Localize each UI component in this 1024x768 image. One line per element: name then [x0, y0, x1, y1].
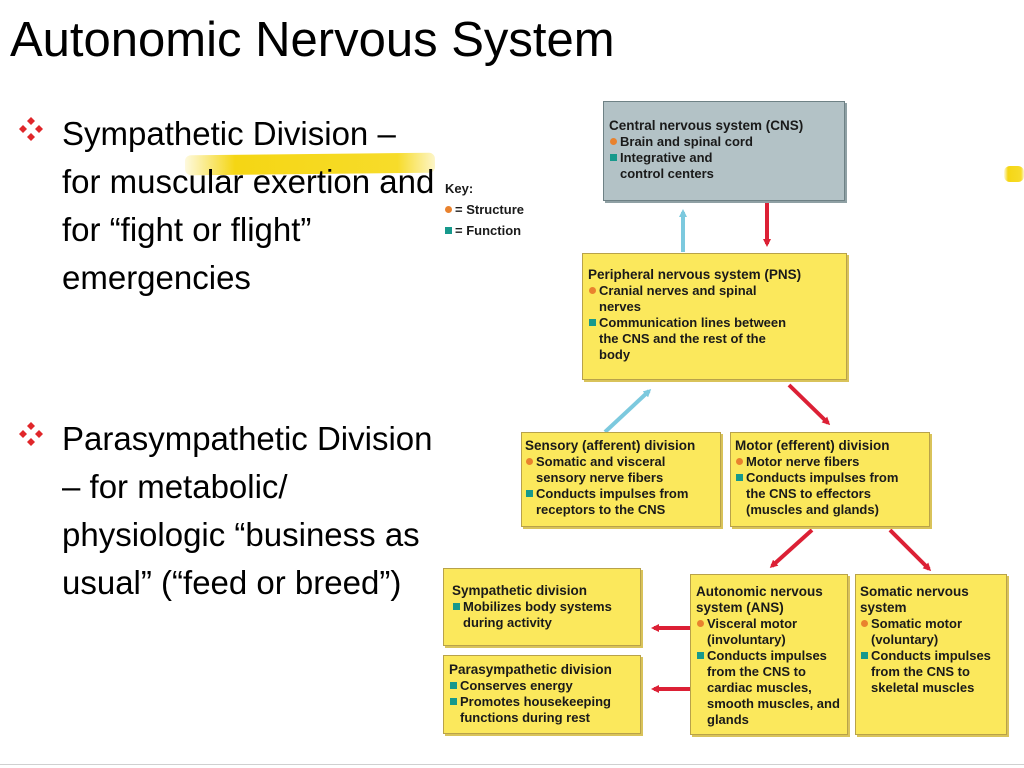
box-function: Conducts impulses from the CNS to cardia…	[707, 648, 840, 727]
box-title: Parasympathetic division	[449, 662, 612, 677]
key-label: Key:	[445, 181, 474, 196]
box-function: Mobilizes body systems during activity	[463, 599, 612, 630]
structure-dot-icon	[861, 620, 868, 627]
diamond-bullet-icon	[19, 422, 43, 446]
function-square-icon	[445, 227, 452, 234]
structure-dot-icon	[445, 206, 452, 213]
box-title: Somatic nervous system	[860, 584, 969, 615]
function-square-icon	[450, 682, 457, 689]
sympathetic-box: Sympathetic division Mobilizes body syst…	[443, 568, 641, 646]
arrow-motor-to-somatic	[888, 528, 932, 572]
structure-dot-icon	[610, 138, 617, 145]
function-square-icon	[736, 474, 743, 481]
somatic-box: Somatic nervous system Somatic motor (vo…	[855, 574, 1007, 735]
box-function: Integrative and control centers	[620, 150, 714, 181]
box-function: Conducts impulses from receptors to the …	[536, 486, 689, 517]
key-function: = Function	[445, 220, 524, 241]
ans-box: Autonomic nervous system (ANS) Visceral …	[690, 574, 848, 735]
box-structure: Cranial nerves and spinal nerves	[599, 283, 757, 314]
structure-dot-icon	[589, 287, 596, 294]
pns-box: Peripheral nervous system (PNS) Cranial …	[582, 253, 847, 380]
motor-box: Motor (efferent) division Motor nerve fi…	[730, 432, 930, 527]
box-structure: Brain and spinal cord	[620, 134, 753, 149]
box-title: Autonomic nervous system (ANS)	[696, 584, 823, 615]
highlight-stroke-right	[1004, 166, 1024, 182]
function-square-icon	[526, 490, 533, 497]
cns-box: Central nervous system (CNS) Brain and s…	[603, 101, 845, 201]
box-title: Sensory (afferent) division	[525, 438, 696, 453]
function-square-icon	[610, 154, 617, 161]
function-square-icon	[589, 319, 596, 326]
box-function: Conducts impulses from the CNS to skelet…	[871, 648, 991, 695]
diagram-key: Key: = Structure = Function	[445, 178, 524, 241]
box-title: Sympathetic division	[452, 583, 588, 598]
box-function: Conducts impulses from the CNS to effect…	[746, 470, 899, 517]
parasympathetic-box: Parasympathetic division Conserves energ…	[443, 655, 641, 734]
arrow-pns-to-motor	[787, 383, 831, 426]
key-structure: = Structure	[445, 199, 524, 220]
box-structure: Somatic motor (voluntary)	[871, 616, 963, 647]
function-square-icon	[450, 698, 457, 705]
box-function: Promotes housekeeping functions during r…	[460, 694, 611, 725]
box-function: Communication lines between the CNS and …	[599, 315, 787, 362]
box-title: Central nervous system (CNS)	[609, 118, 804, 133]
function-square-icon	[697, 652, 704, 659]
structure-dot-icon	[736, 458, 743, 465]
footer-divider	[0, 764, 1024, 765]
sensory-box: Sensory (afferent) division Somatic and …	[521, 432, 721, 527]
bullet-text: Sympathetic Division – for muscular exer…	[62, 115, 435, 296]
arrow-sensory-to-pns	[603, 388, 652, 434]
function-square-icon	[453, 603, 460, 610]
function-square-icon	[861, 652, 868, 659]
box-title: Peripheral nervous system (PNS)	[588, 267, 802, 282]
bullet-text: Parasympathetic Division – for metabolic…	[62, 420, 433, 601]
box-structure: Visceral motor (involuntary)	[707, 616, 798, 647]
arrow-motor-to-ans	[769, 528, 814, 569]
diamond-bullet-icon	[19, 117, 43, 141]
box-function: Conserves energy	[460, 678, 573, 693]
slide-title: Autonomic Nervous System	[10, 13, 615, 67]
box-structure: Somatic and visceral sensory nerve fiber…	[536, 454, 666, 485]
box-title: Motor (efferent) division	[735, 438, 890, 453]
box-structure: Motor nerve fibers	[746, 454, 860, 469]
structure-dot-icon	[526, 458, 533, 465]
structure-dot-icon	[697, 620, 704, 627]
